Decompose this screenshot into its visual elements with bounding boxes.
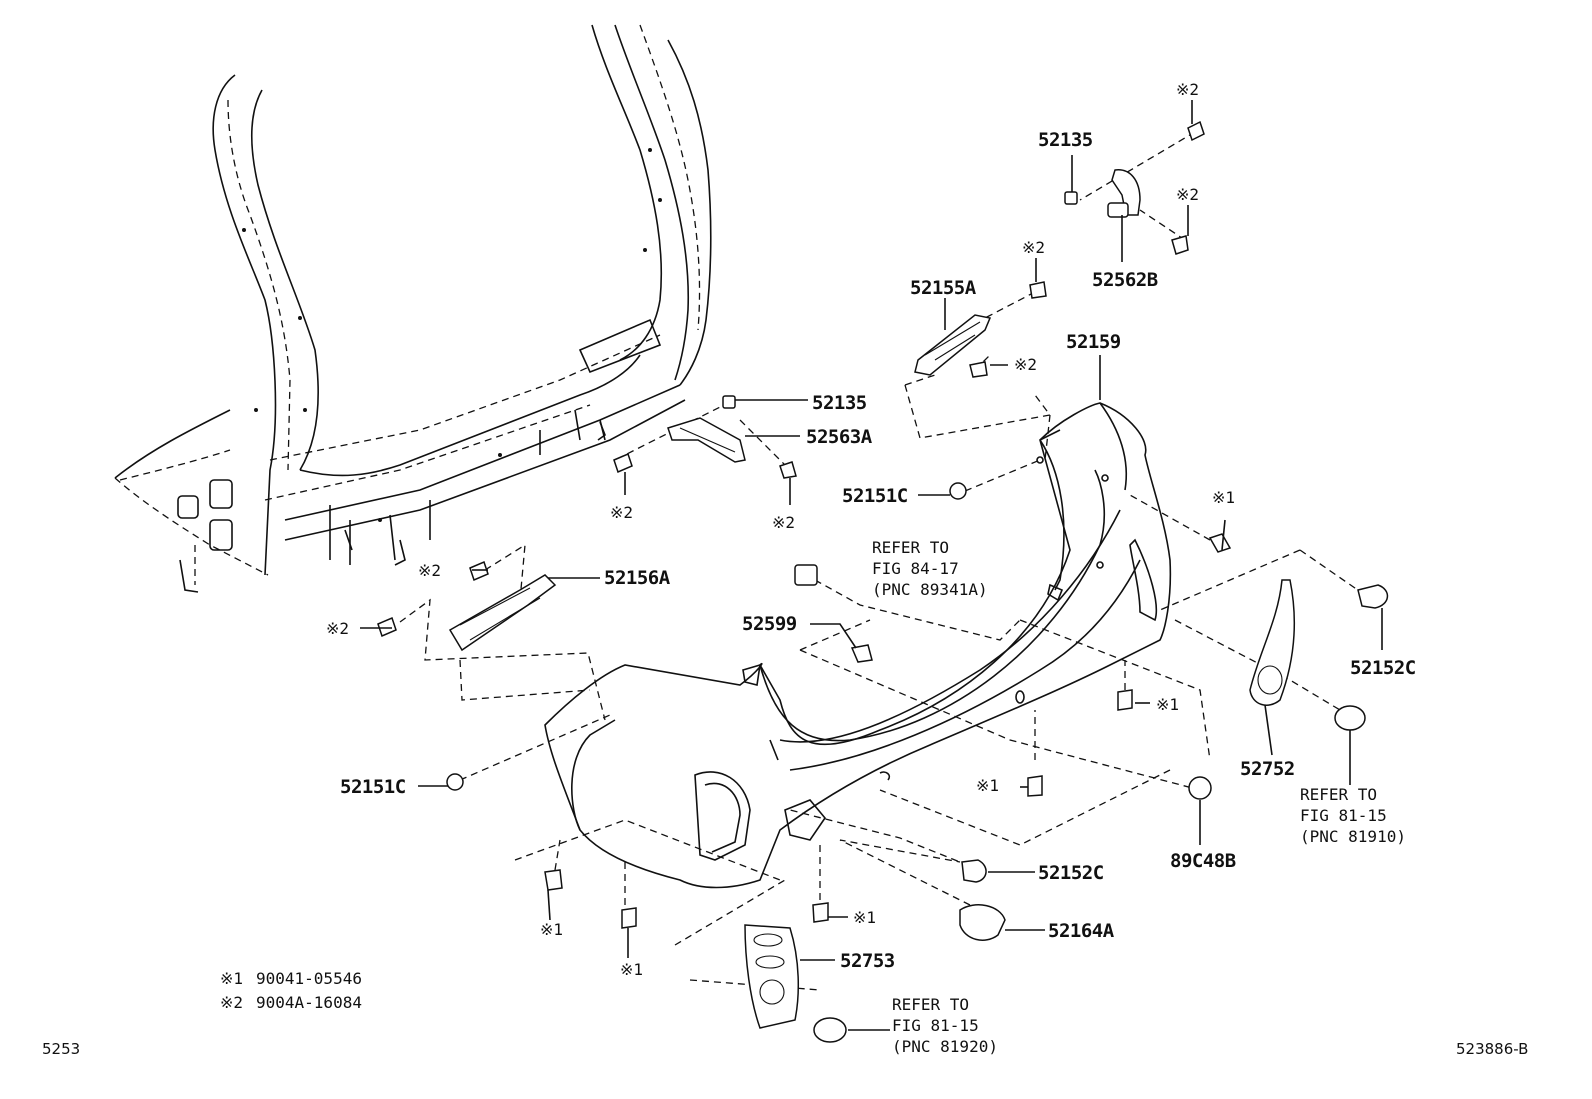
refer-note-sensor: REFER TO FIG 84-17 (PNC 89341A) [872,538,988,599]
svg-text:REFER TO: REFER TO [872,538,949,557]
leader-lines [360,100,1383,1031]
label-52151C-upper: 52151C [842,485,908,507]
assembly-lines [399,131,1366,991]
label-52152C-lower: 52152C [1038,862,1104,884]
svg-text:REFER TO: REFER TO [1300,785,1377,804]
mark-2: ※2 [1022,238,1045,257]
label-52155A: 52155A [910,277,977,299]
label-52164A: 52164A [1048,920,1115,942]
reference-marks: ※2 ※2 ※2 ※2 ※2 ※2 ※2 ※2 ※1 ※1 ※1 ※1 ※1 ※… [326,80,1235,979]
legend-part-2: 9004A-16084 [256,993,362,1012]
label-52753: 52753 [840,950,895,972]
label-52135-top: 52135 [1038,129,1093,151]
label-52562B: 52562B [1092,269,1158,291]
mark-2: ※2 [1176,185,1199,204]
mark-2: ※2 [1014,355,1037,374]
label-52151C-lower: 52151C [340,776,406,798]
mark-2: ※2 [610,503,633,522]
mark-1: ※1 [1212,488,1235,507]
mark-2: ※2 [1176,80,1199,99]
refer-note-cap-right: REFER TO FIG 81-15 (PNC 81910) [1300,785,1406,846]
label-52135-mid: 52135 [812,392,867,414]
label-52599: 52599 [742,613,797,635]
label-89C48B: 89C48B [1170,850,1236,872]
mark-1: ※1 [853,908,876,927]
legend-mark-2: ※2 [220,993,243,1012]
image-code: 523886-B [1456,1040,1528,1058]
mark-1: ※1 [540,920,563,939]
label-52152C-right: 52152C [1350,657,1416,679]
mark-1: ※1 [976,776,999,795]
label-52156A: 52156A [604,567,671,589]
rear-body-panel [114,24,712,593]
label-52159: 52159 [1066,331,1121,353]
svg-text:(PNC 81920): (PNC 81920) [892,1037,998,1056]
svg-text:(PNC 89341A): (PNC 89341A) [872,580,988,599]
label-52563A: 52563A [806,426,873,448]
mark-1: ※1 [1156,695,1179,714]
svg-text:(PNC 81910): (PNC 81910) [1300,827,1406,846]
legend: ※1 90041-05546 ※2 9004A-16084 [220,969,362,1012]
svg-text:FIG 81-15: FIG 81-15 [1300,806,1387,825]
figure-id: 5253 [42,1040,80,1058]
svg-text:REFER TO: REFER TO [892,995,969,1014]
callout-labels: 52135 52562B 52155A 52159 52135 52563A 5… [340,129,1416,972]
bumper-cover-52159 [544,402,1172,889]
svg-text:FIG 84-17: FIG 84-17 [872,559,959,578]
mark-2: ※2 [326,619,349,638]
legend-mark-1: ※1 [220,969,243,988]
svg-text:FIG 81-15: FIG 81-15 [892,1016,979,1035]
mark-1: ※1 [620,960,643,979]
mark-2: ※2 [418,561,441,580]
label-52752: 52752 [1240,758,1295,780]
clips-and-bolts [377,120,1389,1043]
mark-2: ※2 [772,513,795,532]
refer-note-cap-bottom: REFER TO FIG 81-15 (PNC 81920) [892,995,998,1056]
legend-part-1: 90041-05546 [256,969,362,988]
